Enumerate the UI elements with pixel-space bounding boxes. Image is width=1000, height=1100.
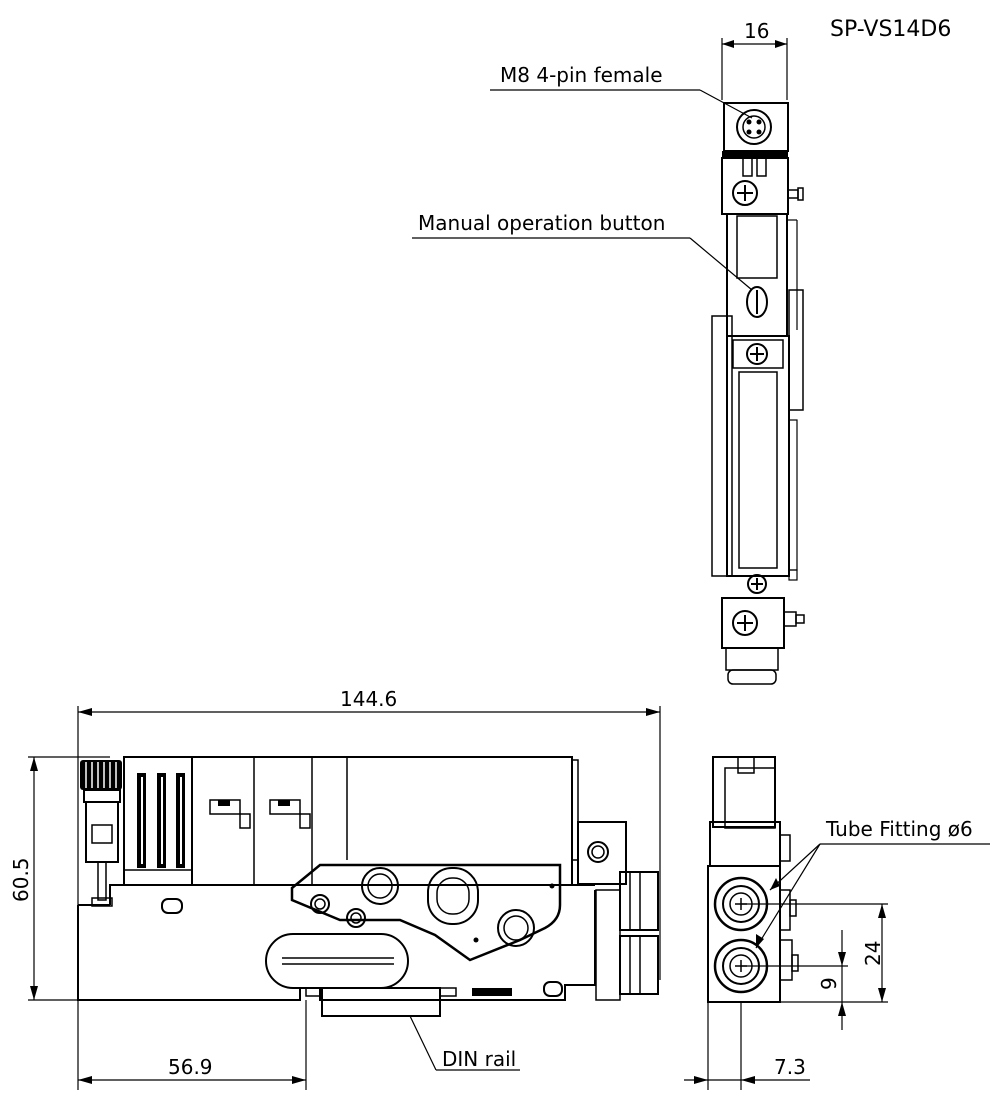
dim-top-width: 16 <box>744 19 769 43</box>
dim-din-offset: 56.9 <box>168 1055 213 1079</box>
dim-side-offset: 7.3 <box>774 1055 806 1079</box>
dim-port-spacing-9: 9 <box>817 977 841 990</box>
top-view: 16 M8 4-pin female Manual operation butt… <box>412 19 805 685</box>
dim-port-spacing-24: 24 <box>861 941 885 966</box>
label-manual-button: Manual operation button <box>418 211 665 235</box>
dim-height: 60.5 <box>9 857 33 902</box>
label-connector: M8 4-pin female <box>500 63 663 87</box>
dim-overall-length: 144.6 <box>340 687 397 711</box>
label-din-rail: DIN rail <box>442 1047 516 1071</box>
label-tube-fitting: Tube Fitting ø6 <box>825 817 973 841</box>
side-view: Tube Fitting ø6 24 9 7.3 <box>684 756 990 1090</box>
drawing-title: SP-VS14D6 <box>830 17 951 42</box>
front-view: 144.6 60.5 <box>9 687 661 1090</box>
